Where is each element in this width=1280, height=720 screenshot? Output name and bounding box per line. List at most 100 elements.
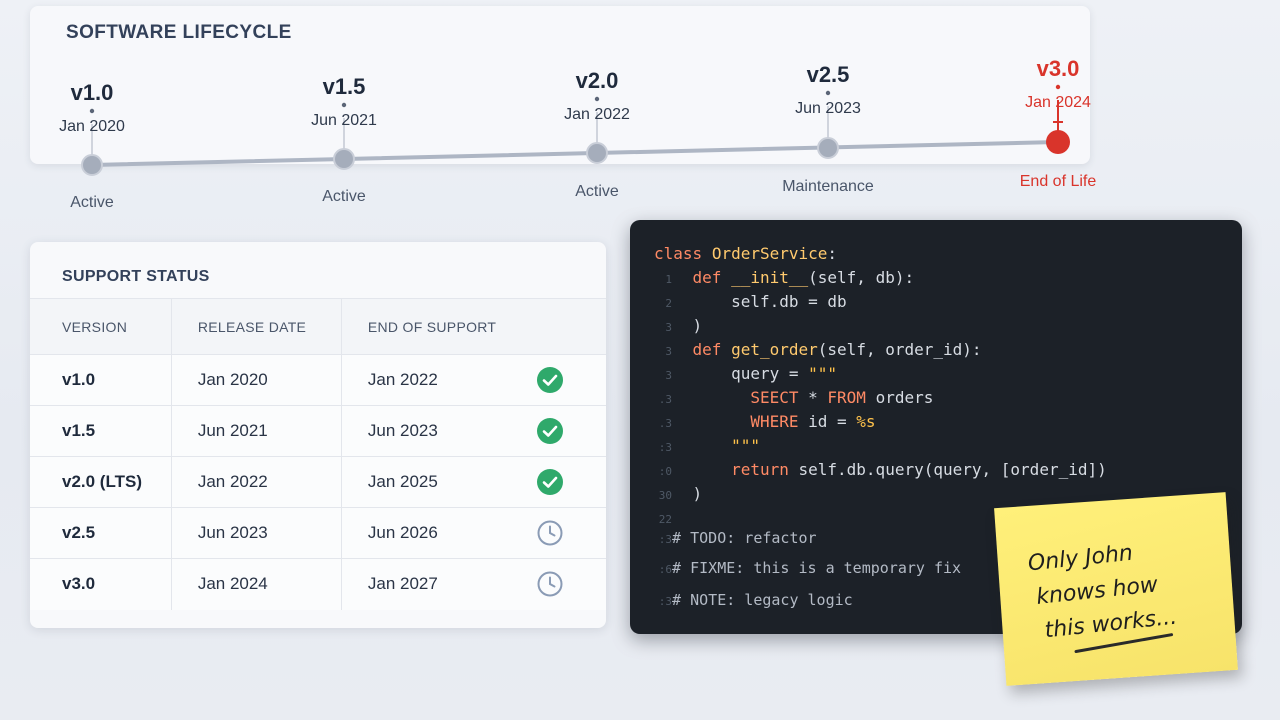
check-icon — [537, 418, 563, 444]
cell-end-of-support: Jun 2023 — [340, 405, 536, 457]
code-line[interactable]: 30 ) — [630, 484, 1242, 508]
column-header-release-date: RELEASE DATE — [170, 298, 342, 355]
cell-status-icon — [536, 507, 606, 559]
code-line[interactable]: class OrderService: — [630, 244, 1242, 268]
cell-status-icon — [536, 558, 606, 610]
milestone-status: Active — [575, 183, 619, 200]
line-number: :3 — [658, 595, 672, 608]
clock-icon — [537, 571, 563, 597]
code-text: class OrderService: — [654, 244, 838, 263]
cell-version: v2.5 — [30, 507, 172, 559]
code-text: # FIXME: this is a temporary fix — [654, 559, 962, 577]
code-text: SEECT * FROM orders — [750, 388, 934, 407]
support-table: VERSION RELEASE DATE END OF SUPPORT v1.0… — [30, 298, 606, 610]
line-number: 3 — [665, 369, 672, 382]
milestone-date: Jan 2024 — [1025, 94, 1091, 111]
milestone-small-dot — [89, 108, 95, 114]
cell-end-of-support: Jun 2026 — [340, 507, 536, 559]
lifecycle-card — [30, 6, 1090, 164]
code-text: WHERE id = %s — [750, 412, 876, 431]
milestone-version: v1.5 — [322, 74, 366, 99]
milestone-version: v2.5 — [806, 62, 850, 87]
cell-release-date: Jun 2023 — [170, 507, 342, 559]
milestone-status: Active — [70, 194, 114, 211]
code-text: self.db = db — [654, 292, 847, 311]
code-line[interactable]: 22 — [630, 508, 1242, 532]
cell-release-date: Jan 2024 — [170, 558, 342, 610]
timeline-dot[interactable] — [81, 154, 103, 176]
milestone-version: v1.0 — [70, 80, 114, 105]
cell-release-date: Jun 2021 — [170, 405, 342, 457]
code-line[interactable]: :0 return self.db.query(query, [order_id… — [630, 460, 1242, 484]
cell-end-of-support: Jan 2025 — [340, 456, 536, 508]
line-number: :3 — [658, 533, 672, 546]
line-number: :6 — [658, 563, 672, 576]
code-line[interactable]: 2 self.db = db — [630, 292, 1242, 316]
milestone-date: Jan 2020 — [59, 118, 125, 135]
code-text: def get_order(self, order_id): — [692, 340, 982, 359]
code-text: def __init__(self, db): — [692, 268, 915, 287]
timeline-dot[interactable] — [333, 148, 355, 170]
cell-version: v3.0 — [30, 558, 172, 610]
milestone-status: End of Life — [1019, 173, 1097, 190]
code-line[interactable]: 3 query = """ — [630, 364, 1242, 388]
table-header-row: VERSION RELEASE DATE END OF SUPPORT — [30, 298, 606, 355]
code-line[interactable]: .3 SEECT * FROM orders — [630, 388, 1242, 412]
code-line[interactable]: :6 # FIXME: this is a temporary fix — [630, 558, 1242, 582]
support-title: SUPPORT STATUS — [62, 268, 210, 285]
cell-status-icon — [536, 456, 606, 508]
code-text: query = """ — [654, 364, 838, 383]
cell-status-icon — [536, 405, 606, 457]
milestone-small-dot — [825, 90, 831, 96]
column-header-status — [536, 298, 606, 355]
cell-version: v1.0 — [30, 354, 172, 406]
code-text: # TODO: refactor — [654, 529, 817, 547]
code-line[interactable]: 1 def __init__(self, db): — [630, 268, 1242, 292]
lifecycle-title: SOFTWARE LIFECYCLE — [66, 22, 292, 43]
timeline-dot-eol[interactable] — [1046, 130, 1070, 154]
line-number: 30 — [658, 489, 672, 502]
line-number: 3 — [665, 321, 672, 334]
code-line[interactable]: .3 WHERE id = %s — [630, 412, 1242, 436]
milestone-small-dot — [1055, 84, 1061, 90]
cell-version: v1.5 — [30, 405, 172, 457]
timeline-dot[interactable] — [586, 142, 608, 164]
line-number: 3 — [665, 345, 672, 358]
line-number: 22 — [658, 513, 672, 526]
timeline-dot[interactable] — [817, 137, 839, 159]
milestone-date: Jun 2023 — [795, 100, 861, 117]
cell-version: v2.0 (LTS) — [30, 456, 172, 508]
clock-icon — [537, 520, 563, 546]
code-line[interactable]: :3 # TODO: refactor — [630, 528, 1242, 552]
code-line[interactable]: 3 ) — [630, 316, 1242, 340]
column-header-end-of-support: END OF SUPPORT — [340, 298, 536, 355]
line-number: .3 — [658, 417, 672, 430]
line-number: :3 — [658, 441, 672, 454]
cell-release-date: Jan 2022 — [170, 456, 342, 508]
timeline — [81, 84, 1070, 176]
milestone-status: Active — [322, 188, 366, 205]
milestone-date: Jan 2022 — [564, 106, 630, 123]
line-number: 1 — [665, 273, 672, 286]
code-line[interactable]: 3 def get_order(self, order_id): — [630, 340, 1242, 364]
cell-status-icon — [536, 354, 606, 406]
check-icon — [537, 367, 563, 393]
code-line[interactable]: :3 # NOTE: legacy logic — [630, 590, 1242, 614]
code-text: # NOTE: legacy logic — [654, 591, 853, 609]
line-number: 2 — [665, 297, 672, 310]
milestone-version: v3.0 — [1036, 56, 1080, 81]
code-line[interactable]: :3 """ — [630, 436, 1242, 460]
support-status-card: SUPPORT STATUS VERSION RELEASE DATE END … — [30, 242, 606, 628]
cell-end-of-support: Jan 2027 — [340, 558, 536, 610]
